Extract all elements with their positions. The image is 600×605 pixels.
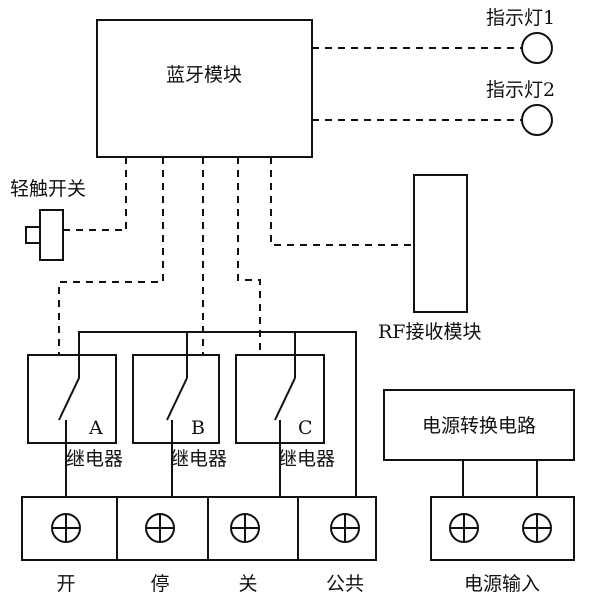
relay-b-label: 继电器 (170, 448, 227, 470)
terminal-stop-label: 停 (150, 573, 169, 595)
relay-c-letter: C (298, 417, 313, 439)
indicator-1-lamp (521, 32, 553, 64)
relay-b-letter: B (191, 417, 205, 439)
bluetooth-module-label: 蓝牙模块 (166, 64, 242, 86)
relay-a-label: 继电器 (66, 448, 123, 470)
rf-module-box (413, 174, 468, 313)
output-terminal-block (21, 496, 377, 561)
relay-c-contact (274, 377, 296, 497)
indicator-2-lamp (521, 104, 553, 136)
terminal-common-screw (330, 513, 360, 543)
terminal-common-label: 公共 (326, 573, 364, 595)
indicator-1-label: 指示灯1 (486, 7, 555, 29)
indicator-2-label: 指示灯2 (486, 79, 555, 101)
relay-a-letter: A (88, 417, 103, 439)
tact-switch-button (25, 226, 41, 244)
relay-a-box (27, 354, 117, 444)
terminal-stop-screw (145, 513, 175, 543)
terminal-on-screw (51, 513, 81, 543)
power-input-screw-2 (522, 513, 552, 543)
bt-relay-c-link (237, 157, 261, 355)
bluetooth-module-box (96, 19, 313, 158)
power-input-screw-1 (449, 513, 479, 543)
tact-switch-body (39, 209, 64, 261)
power-conversion-box (383, 389, 575, 461)
relay-common-bus (78, 331, 357, 497)
relay-a-contact (58, 355, 80, 497)
bt-rf-link (270, 157, 414, 246)
power-conversion-label: 电源转换电路 (422, 415, 536, 437)
relay-b-contact (166, 377, 188, 497)
bt-relay-a-link (58, 157, 164, 355)
terminal-on-label: 开 (56, 573, 75, 595)
power-input-label: 电源输入 (464, 573, 540, 595)
rf-module-label: RF接收模块 (378, 321, 482, 343)
power-input-terminal-block (430, 496, 575, 561)
terminal-off-label: 关 (238, 573, 257, 595)
relay-b-box (132, 354, 220, 444)
terminal-off-screw (230, 513, 260, 543)
relay-c-label: 继电器 (278, 448, 335, 470)
tact-switch-label: 轻触开关 (10, 178, 86, 200)
